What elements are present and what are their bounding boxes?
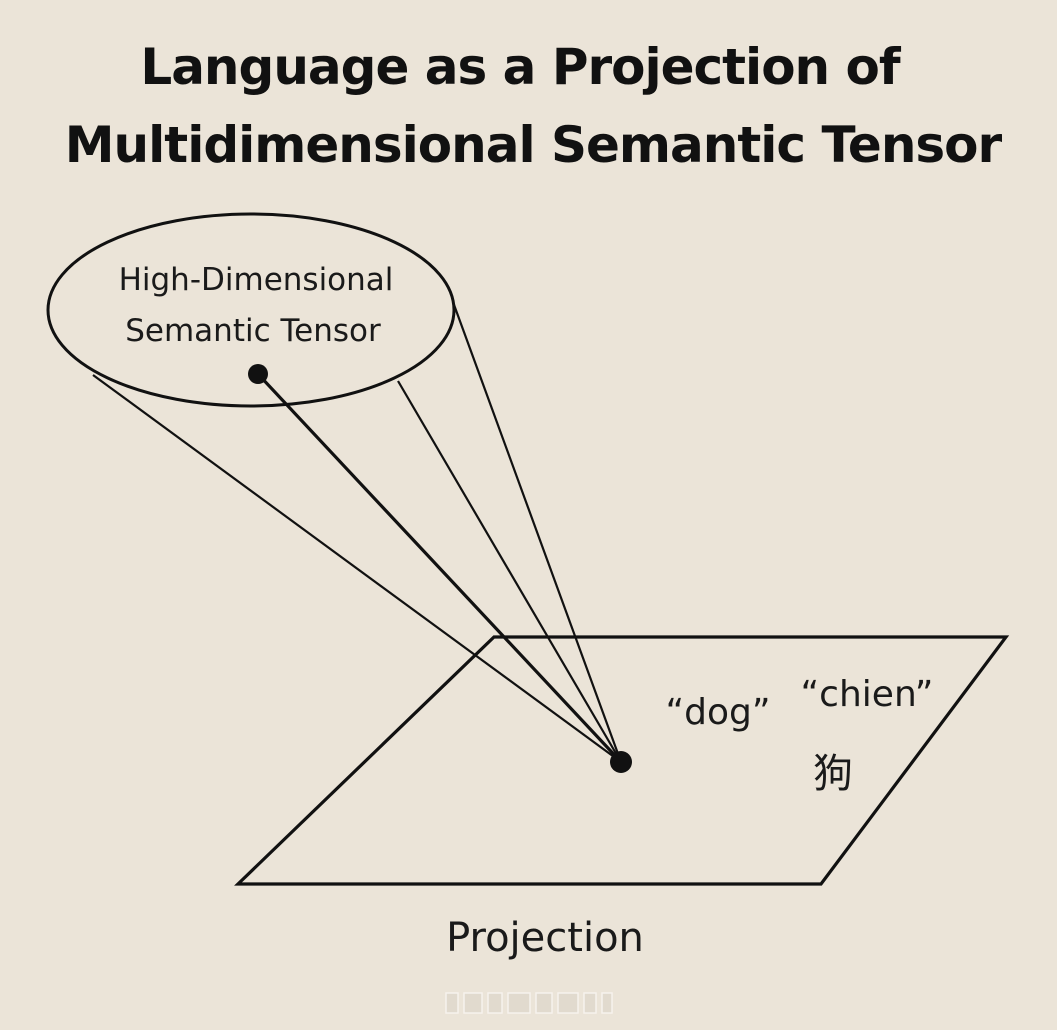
word-dog: “dog” xyxy=(665,692,770,733)
projection-ray-from-point xyxy=(256,372,623,764)
title-line-1: Language as a Projection of xyxy=(140,38,902,96)
projection-ray-inner xyxy=(397,380,622,763)
projected-point xyxy=(610,751,632,773)
title-line-2: Multidimensional Semantic Tensor xyxy=(65,116,1003,174)
projection-ray-outer-left xyxy=(92,374,622,763)
projection-ray-outer-right xyxy=(451,301,623,763)
projection-rays xyxy=(92,301,623,764)
tensor-source-point xyxy=(248,364,268,384)
projection-plane xyxy=(234,635,1010,886)
semantic-tensor-ellipse xyxy=(46,212,456,408)
word-chien: “chien” xyxy=(801,674,934,715)
projection-caption: Projection xyxy=(446,915,644,961)
tensor-label-line-2: Semantic Tensor xyxy=(125,313,381,349)
word-gou: 狗 xyxy=(813,751,853,797)
watermark-strip xyxy=(445,992,613,1014)
tensor-label-line-1: High-Dimensional xyxy=(119,262,394,298)
